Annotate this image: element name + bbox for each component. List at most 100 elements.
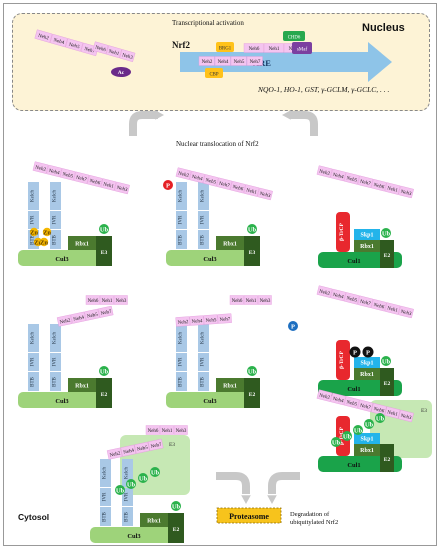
rbx1-label: Rbx1	[223, 242, 237, 248]
nrf2-chain-g-segment	[343, 396, 360, 409]
kelch-domain	[198, 324, 209, 352]
brg1-block	[216, 42, 234, 52]
kelch-domain	[198, 182, 209, 210]
nrf2-nuclear-chain-a-domain-label: Neh2	[37, 34, 49, 42]
btb-domain	[28, 230, 39, 249]
phospho-icon-label: P	[366, 349, 370, 356]
ub-icon-label: Ub	[376, 415, 385, 422]
nrf2-chain-b-segment	[202, 174, 219, 187]
ivr-domain	[122, 488, 133, 506]
nrf2-chain-b-domain-label: Neh7	[218, 182, 230, 190]
nrf2-chain-d-upper-segment	[99, 295, 114, 305]
phospho-icon	[349, 346, 361, 358]
nrf2-nuclear-chain-a-domain-label: Neh4	[53, 38, 65, 46]
nrf2-chain-b-segment	[216, 177, 233, 191]
ub-icon	[331, 437, 341, 447]
skp1-block	[354, 229, 380, 240]
ivr-domain	[198, 211, 209, 229]
nrf2-chain-e-upper-segment	[243, 295, 258, 305]
nrf2-chain-c-domain-label: Neh6	[373, 183, 385, 191]
nrf2-chain-a-domain-label: Neh1	[102, 182, 114, 190]
nrf2-chain-f-domain-label: Neh6	[373, 303, 385, 311]
e3-shade-label: E3	[421, 408, 427, 414]
translocation-arrow-left	[129, 111, 158, 136]
ub-icon-label: Ub	[100, 368, 109, 375]
ub-icon	[381, 228, 391, 238]
cul3-label: Cul3	[127, 533, 141, 540]
ivr-label: IVR	[125, 492, 130, 501]
e-ligase-label: E2	[173, 527, 180, 533]
nrf2-nuclear-chain-a-segment	[34, 29, 53, 43]
chd6-label: CHD6	[288, 36, 301, 41]
nrf2-chain-a-domain-label: Neh6	[89, 179, 101, 187]
btb-label: BTB	[201, 376, 206, 386]
nucleus-title: Nucleus	[362, 22, 405, 34]
degradation-arrow-left	[216, 472, 250, 494]
nrf2-chain-f-segment	[357, 295, 374, 309]
rbx1-block	[354, 240, 380, 252]
nrf2-chain-f-domain-label: Neh5	[346, 296, 358, 304]
nrf2-chain-h-segment	[134, 441, 150, 454]
nrf2-chain-f-domain-label: Neh2	[319, 289, 331, 297]
target-genes-label: NQO-1, HO-1, GST, γ-GCLM, γ-GCLC, . . .	[258, 85, 390, 94]
e2-label: E2	[384, 253, 391, 259]
translocation-arrow-right	[290, 111, 318, 136]
btrcp-block	[336, 212, 350, 252]
phospho-icon-label: P	[353, 349, 357, 356]
ub-icon	[99, 366, 109, 376]
nrf2-nuclear-chain-a-domain-label: Neh5	[68, 43, 80, 51]
degradation-arrow-right	[268, 472, 300, 494]
nrf2-chain-a-segment	[32, 161, 49, 174]
rbx1-block	[68, 236, 96, 250]
nrf2-chain-e-upper-segment	[229, 295, 244, 305]
cul1-label: Cul1	[347, 462, 360, 469]
phospho-icon-label: P	[291, 323, 295, 330]
rbx1-label: Rbx1	[223, 384, 237, 390]
rbx1-block	[216, 236, 244, 250]
nrf2-bound-lower-chain-segment	[230, 56, 247, 66]
btb-domain	[28, 372, 39, 391]
e-ligase-block	[244, 236, 260, 266]
rbx1-block	[140, 513, 168, 527]
btb-label: BTB	[53, 376, 58, 386]
ub-icon-label: Ub	[100, 226, 109, 233]
skp1-block	[354, 433, 380, 444]
ub-icon	[115, 485, 125, 495]
cul3-block	[18, 250, 110, 266]
kelch-label: Kelch	[31, 332, 36, 344]
ivr-label: IVR	[53, 215, 58, 224]
ub-icon-label: Ub	[248, 226, 257, 233]
nrf2-chain-c-segment	[398, 185, 414, 199]
btrcp-label: β-TrCP	[339, 350, 345, 368]
btb-label: BTB	[103, 511, 108, 521]
nrf2-chain-g-segment	[316, 389, 333, 402]
nrf2-chain-e-segment	[189, 315, 204, 326]
kelch-domain	[176, 324, 187, 352]
cul1-label: Cul1	[347, 386, 360, 393]
nrf2-chain-f-segment	[398, 305, 414, 319]
nrf2-chain-e-domain-label: Neh7	[219, 317, 231, 323]
ub-icon	[381, 356, 391, 366]
nrf2-nuclear-chain-b-domain-label: Neh1	[108, 49, 120, 57]
btb-domain	[176, 372, 187, 391]
ivr-label: IVR	[201, 215, 206, 224]
kelch-domain	[176, 182, 187, 210]
cul3-block	[18, 392, 110, 408]
btb-domain	[50, 230, 61, 249]
nrf2-chain-b-domain-label: Neh5	[205, 178, 217, 186]
ivr-label: IVR	[179, 357, 184, 366]
nrf2-chain-d-lower-domain-label: Neh2	[59, 318, 71, 325]
skp1-block	[354, 357, 380, 368]
ivr-domain	[176, 353, 187, 371]
e-ligase-block	[168, 513, 184, 543]
ub-icon	[150, 467, 160, 477]
nrf2-chain-c-segment	[384, 182, 401, 195]
zn-ion	[29, 227, 39, 237]
e-ligase-block	[96, 236, 112, 266]
kelch-label: Kelch	[201, 190, 206, 202]
nrf2-nuclear-chain-b-segment	[92, 41, 109, 55]
phospho-icon-label: P	[166, 182, 170, 189]
